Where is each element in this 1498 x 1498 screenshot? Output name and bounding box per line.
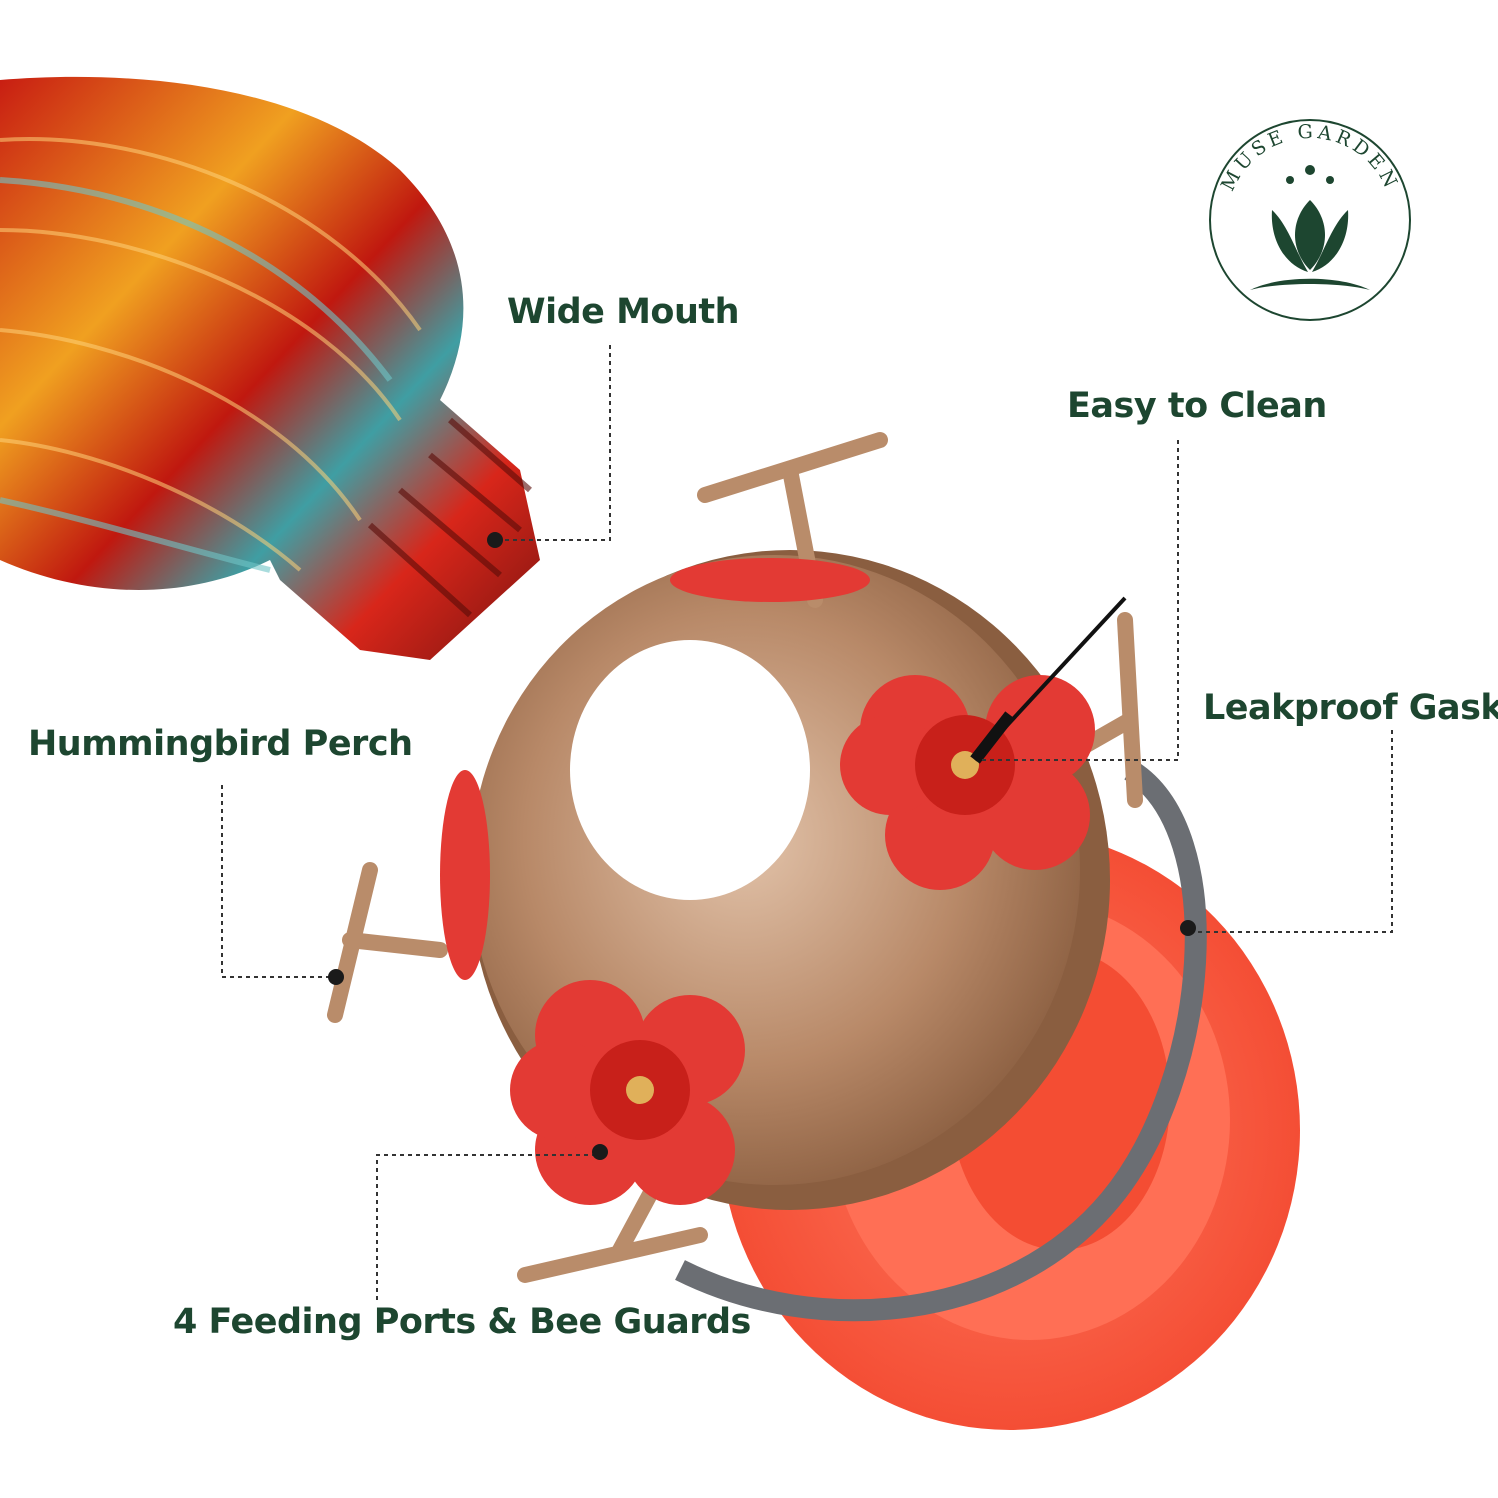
svg-text:MUSE GARDEN: MUSE GARDEN <box>1217 121 1403 195</box>
leader-dots <box>328 532 1196 1160</box>
flower-port-right <box>840 675 1095 890</box>
brand-logo: MUSE GARDEN <box>1209 119 1411 321</box>
callout-leakproof-gasket: Leakproof Gasket <box>1203 688 1498 728</box>
callout-easy-to-clean: Easy to Clean <box>1067 386 1327 426</box>
flower-port-top <box>670 558 870 602</box>
leakproof-gasket <box>675 760 1207 1322</box>
brand-name: MUSE GARDEN <box>1217 121 1399 195</box>
callout-hummingbird-perch: Hummingbird Perch <box>28 724 413 764</box>
callout-wide-mouth: Wide Mouth <box>507 292 740 332</box>
lotus-icon <box>1250 165 1370 290</box>
leader-lines <box>221 345 1393 1300</box>
glass-bottle <box>0 76 540 661</box>
cleaning-brush <box>970 596 1127 764</box>
flower-port-left <box>440 770 490 980</box>
flower-port-bottom <box>510 980 745 1205</box>
callout-feeding-ports: 4 Feeding Ports & Bee Guards <box>173 1302 751 1342</box>
